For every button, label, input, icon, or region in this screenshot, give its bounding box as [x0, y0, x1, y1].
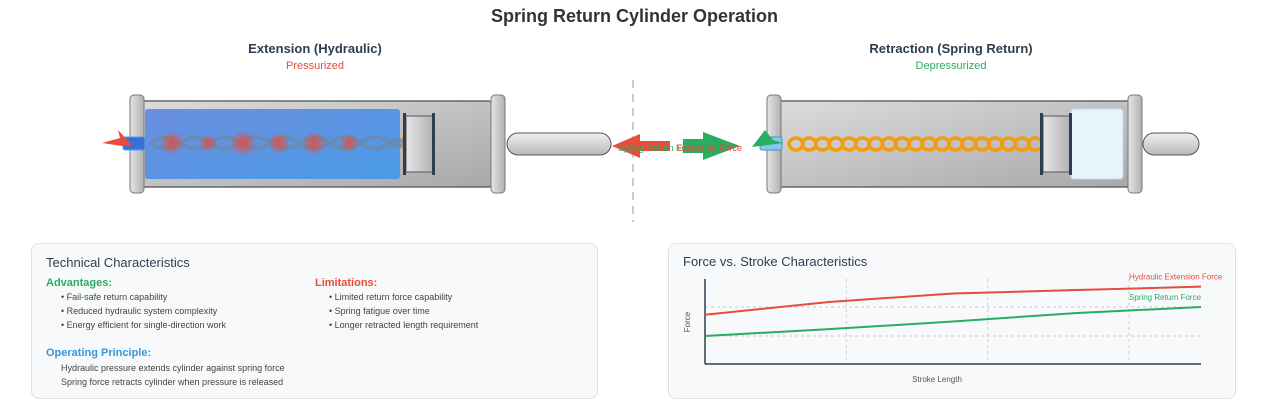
advantage-item: • Reduced hydraulic system complexity [61, 306, 218, 316]
limitation-item: • Longer retracted length requirement [329, 320, 479, 330]
pressure-indicator [340, 134, 358, 152]
x-axis-label: Stroke Length [912, 375, 962, 384]
limitations-heading: Limitations: [315, 277, 378, 289]
cylinder-diagram: Spring Return Force Extension Force [102, 80, 1200, 222]
force-arrows: Spring Return Force Extension Force [612, 132, 742, 160]
return-force-arrow-icon [683, 132, 740, 160]
extension-cylinder [102, 94, 612, 194]
advantages-heading: Advantages: [46, 277, 113, 289]
extension-state-label: Pressurized [285, 60, 345, 72]
retraction-heading: Retraction (Spring Return) [869, 41, 1033, 56]
pressure-indicator [303, 132, 325, 154]
end-cap-right [490, 94, 506, 194]
flow-in-arrow-icon [102, 130, 132, 146]
extension-force-label: Extension Force [677, 143, 742, 153]
retraction-state-label: Depressurized [915, 60, 987, 72]
piston-rod [1142, 132, 1200, 156]
flow-out-arrow-icon [752, 130, 783, 147]
pressure-indicator [200, 135, 216, 151]
spring-return-force-label: Spring Return Force [618, 143, 699, 153]
retraction-cylinder [752, 94, 1200, 194]
limitation-item: • Limited return force capability [329, 292, 453, 302]
technical-characteristics-panel: Technical Characteristics Advantages: • … [31, 243, 598, 399]
chart-title: Force vs. Stroke Characteristics [683, 254, 868, 269]
panel-title: Technical Characteristics [46, 255, 190, 270]
y-axis-label: Force [683, 311, 692, 332]
operating-principle-heading: Operating Principle: [46, 347, 152, 359]
extension-heading: Extension (Hydraulic) [248, 41, 382, 56]
piston-rod [506, 132, 612, 156]
piston [405, 115, 435, 173]
extension-force-arrow-icon [612, 134, 670, 158]
limitation-item: • Spring fatigue over time [329, 306, 430, 316]
series-line-spring-return-force [704, 306, 1202, 337]
principle-item: Hydraulic pressure extends cylinder agai… [61, 363, 285, 373]
pressure-indicator [161, 132, 183, 154]
rod-side-chamber [1070, 108, 1124, 180]
pressure-indicator [231, 131, 255, 155]
force-stroke-chart-panel: Force vs. Stroke Characteristics Hydraul… [668, 243, 1236, 399]
extended-spring [787, 136, 1045, 152]
series-label: Spring Return Force [1129, 293, 1202, 302]
advantage-item: • Energy efficient for single-direction … [61, 320, 227, 330]
series-label: Hydraulic Extension Force [1129, 273, 1223, 282]
series-line-hydraulic-extension-force [704, 285, 1202, 316]
advantage-item: • Fail-safe return capability [61, 292, 168, 302]
pressure-indicator [269, 133, 289, 153]
page-title: Spring Return Cylinder Operation [490, 6, 779, 26]
piston [1042, 115, 1072, 173]
end-cap-right [1127, 94, 1143, 194]
principle-item: Spring force retracts cylinder when pres… [61, 377, 284, 387]
